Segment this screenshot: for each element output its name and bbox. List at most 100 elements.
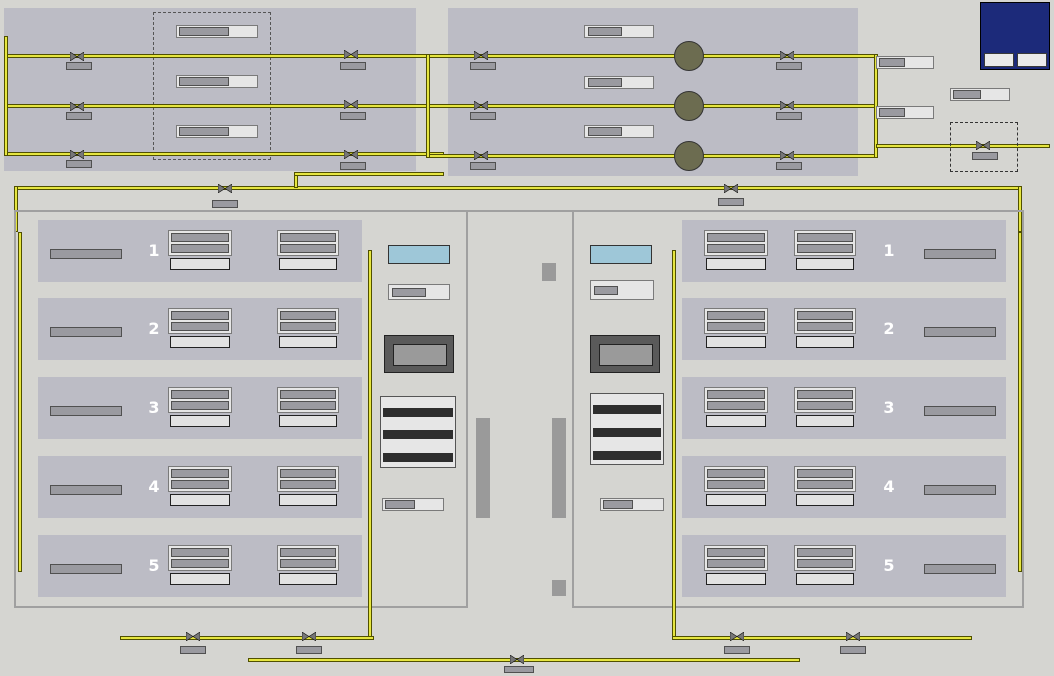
boiler-value-2 xyxy=(171,480,229,489)
boiler-value-1 xyxy=(171,233,229,242)
stop-button[interactable] xyxy=(706,573,766,585)
boiler-value-3 xyxy=(280,233,336,242)
sensor-value xyxy=(879,58,905,67)
stop-button[interactable] xyxy=(706,415,766,427)
stop-button[interactable] xyxy=(796,494,854,506)
boiler-value-1 xyxy=(707,548,765,557)
pipe-bottom-center xyxy=(248,658,800,662)
stop-button[interactable] xyxy=(279,573,337,585)
fan-display[interactable] xyxy=(590,280,654,300)
center-corridor xyxy=(468,210,572,610)
valve-icon xyxy=(70,102,84,111)
boiler-value-3 xyxy=(797,469,853,478)
boiler-value-1 xyxy=(171,548,229,557)
meter-value xyxy=(179,77,229,86)
boiler-value-1 xyxy=(171,390,229,399)
valve-icon xyxy=(186,632,200,641)
timer-display[interactable] xyxy=(384,335,454,373)
valve-status xyxy=(212,200,238,208)
valve-icon xyxy=(344,100,358,109)
valve-status xyxy=(840,646,866,654)
boiler-value-2 xyxy=(171,401,229,410)
stop-button[interactable] xyxy=(170,258,230,270)
meter-value xyxy=(588,127,622,136)
stop-button[interactable] xyxy=(796,573,854,585)
corridor-block xyxy=(552,418,566,518)
pipe-hall2-return xyxy=(672,250,676,640)
stop-button[interactable] xyxy=(279,415,337,427)
meter-value xyxy=(588,27,622,36)
protection-state xyxy=(593,405,661,414)
pipe-vertical-mid xyxy=(426,54,430,158)
stop-button[interactable] xyxy=(170,336,230,348)
boiler-number: 1 xyxy=(883,241,895,260)
protection-state xyxy=(383,453,453,462)
hall1-frame xyxy=(14,210,468,608)
simulator-display[interactable] xyxy=(590,245,652,264)
filter-icon[interactable] xyxy=(674,41,704,71)
valve-status xyxy=(470,62,496,70)
boiler-number: 2 xyxy=(148,319,160,338)
simulator-display[interactable] xyxy=(388,245,450,264)
sensor-value xyxy=(953,90,981,99)
valve-icon xyxy=(70,52,84,61)
stop-button[interactable] xyxy=(796,258,854,270)
stop-button[interactable] xyxy=(279,336,337,348)
valve-status xyxy=(776,112,802,120)
valve-status xyxy=(470,162,496,170)
valve-icon[interactable] xyxy=(724,184,738,193)
valve-status xyxy=(66,160,92,168)
fan-value xyxy=(392,288,426,297)
boiler-display xyxy=(50,327,122,337)
boiler-value-2 xyxy=(707,559,765,568)
boiler-number: 4 xyxy=(883,477,895,496)
pipe-distribution-horizontal xyxy=(14,186,1022,190)
corridor-block xyxy=(476,418,490,518)
valve-icon xyxy=(780,51,794,60)
stop-button[interactable] xyxy=(706,258,766,270)
valve-icon xyxy=(474,151,488,160)
sensor-value xyxy=(879,108,905,117)
boiler-number: 4 xyxy=(148,477,160,496)
valve-status xyxy=(340,62,366,70)
stop-button[interactable] xyxy=(170,494,230,506)
boiler-value-1 xyxy=(707,469,765,478)
boiler-value-4 xyxy=(280,244,336,253)
valve-icon[interactable] xyxy=(976,141,990,150)
boiler-value-2 xyxy=(171,559,229,568)
boiler-value-1 xyxy=(707,390,765,399)
boiler-value-2 xyxy=(171,244,229,253)
pipe-bottom-left xyxy=(120,636,374,640)
boiler-value-2 xyxy=(707,322,765,331)
stop-button[interactable] xyxy=(706,494,766,506)
valve-icon xyxy=(474,101,488,110)
boiler-number: 2 xyxy=(883,319,895,338)
valve-icon[interactable] xyxy=(218,184,232,193)
stop-button[interactable] xyxy=(796,415,854,427)
off-button[interactable] xyxy=(1017,53,1047,67)
stop-button[interactable] xyxy=(170,415,230,427)
boiler-value-3 xyxy=(280,469,336,478)
meter-value xyxy=(179,27,229,36)
boiler-value-4 xyxy=(797,322,853,331)
on-button[interactable] xyxy=(984,53,1014,67)
stop-button[interactable] xyxy=(279,494,337,506)
filter-icon[interactable] xyxy=(674,141,704,171)
stop-button[interactable] xyxy=(796,336,854,348)
pipe-hall2-supply xyxy=(1018,232,1022,572)
valve-icon xyxy=(846,632,860,641)
meter-value xyxy=(588,78,622,87)
filter-icon[interactable] xyxy=(674,91,704,121)
valve-icon xyxy=(780,101,794,110)
pipe-right-riser xyxy=(1018,186,1022,232)
valve-status xyxy=(66,62,92,70)
hall2-frame xyxy=(572,210,1024,608)
boiler-value-4 xyxy=(280,322,336,331)
boiler-value-4 xyxy=(280,480,336,489)
stop-button[interactable] xyxy=(706,336,766,348)
timer-display[interactable] xyxy=(590,335,660,373)
stop-button[interactable] xyxy=(279,258,337,270)
stop-button[interactable] xyxy=(170,573,230,585)
pipe-vertical-left-top xyxy=(4,36,8,156)
valve-icon xyxy=(302,632,316,641)
